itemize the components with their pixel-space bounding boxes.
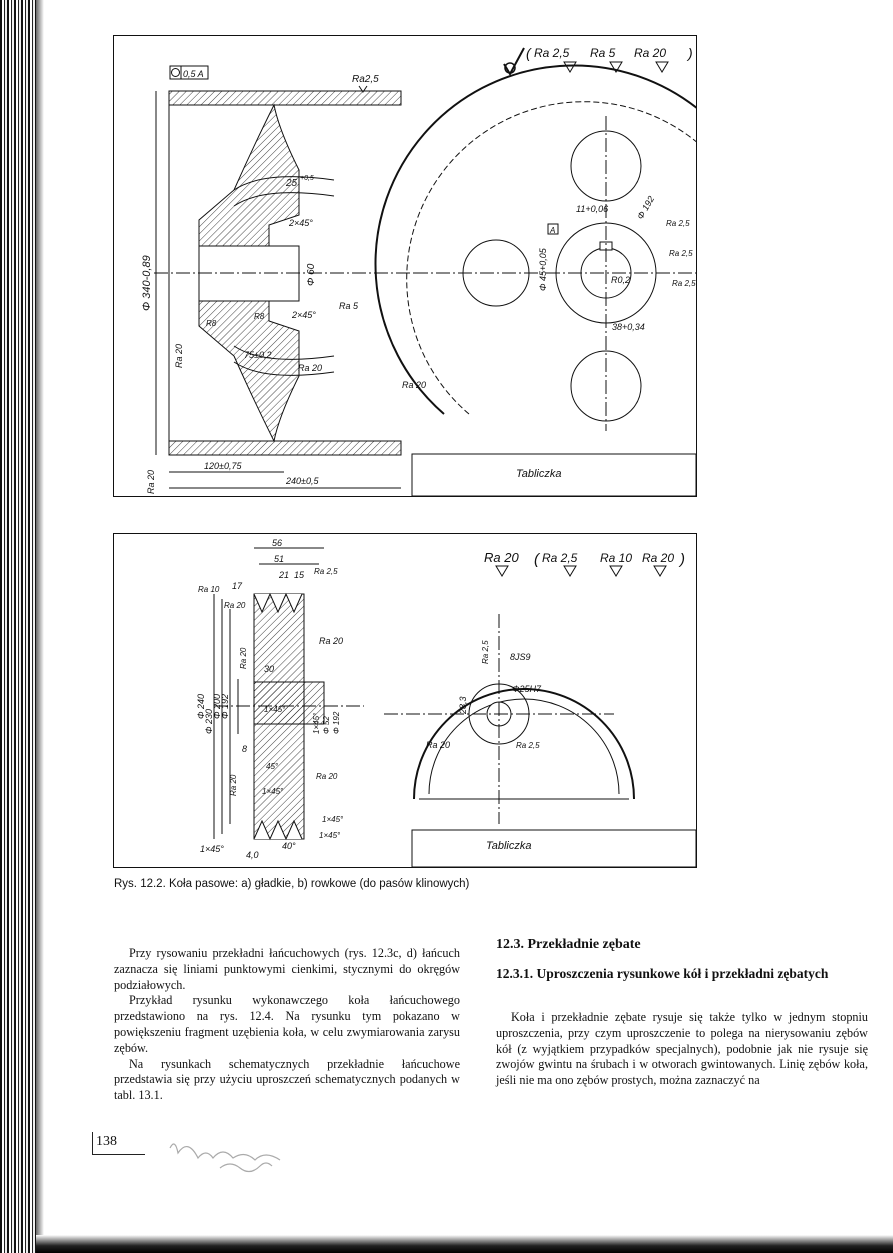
roughness-header-left: Ra 20 — [484, 550, 519, 565]
r8-a: R8 — [206, 319, 217, 328]
ra20-a: Ra 20 — [224, 601, 246, 610]
diam-192b: Φ 192 — [332, 711, 341, 734]
left-paragraph-3: Na rysunkach schematycznych przekładnie … — [114, 1056, 460, 1103]
page-number: 138 — [96, 1134, 117, 1149]
dim-40: 4,0 — [246, 850, 259, 860]
svg-text:(: ( — [534, 551, 541, 568]
diam-192a: Φ 192 — [220, 694, 230, 719]
roughness-header-2: Ra 5 — [590, 46, 616, 60]
diam-240: Φ 240 — [196, 694, 206, 719]
dim-15: 15 — [294, 570, 305, 580]
ra20-b: Ra 20 — [319, 636, 343, 646]
chamfer-e: 1×45° — [319, 831, 341, 840]
scan-bottom-edge — [36, 1235, 893, 1253]
figure-b-drawing: Ra 20 ( Ra 2,5 Ra 10 Ra 20 ) 56 51 15 21… — [196, 538, 696, 867]
diam-230: Φ 230 — [204, 709, 214, 734]
subsection-title: 12.3.1. Uproszczenia rysunkowe kół i prz… — [496, 966, 829, 981]
dim-51: 51 — [274, 554, 284, 564]
r02: R0,2 — [611, 275, 630, 285]
diam-60: Φ 60 — [306, 263, 317, 286]
r8-b: R8 — [254, 312, 265, 321]
dim-38: 38+0,34 — [612, 322, 645, 332]
ra25-key: Ra 2,5 — [516, 741, 540, 750]
ra20-d: Ra 20 — [229, 774, 238, 796]
figure-b-table-label: Tabliczka — [486, 840, 532, 852]
ra20-bottom: Ra 20 — [146, 470, 156, 494]
dim-25-tol: +0,5 — [300, 175, 314, 182]
ra25-top: Ra 2,5 — [314, 567, 338, 576]
angle-40: 40° — [282, 841, 296, 851]
section-title: 12.3. Przekładnie zębate — [496, 937, 641, 952]
bore: Φ25H7 — [512, 684, 542, 694]
diam-52: Φ 52 — [322, 716, 331, 734]
left-paragraph-2: Przykład rysunku wykonawczego koła łańcu… — [114, 993, 460, 1055]
diam-200: Φ 200 — [212, 694, 222, 719]
dim-11: 11+0,06 — [576, 204, 608, 214]
dim-56: 56 — [272, 538, 282, 548]
roughness-header-1: Ra 2,5 — [534, 46, 570, 60]
chamfer-b: 1×45° — [312, 712, 321, 734]
ra20-left: Ra 20 — [174, 344, 184, 368]
right-column: Koła i przekładnie zębate rysuje się tak… — [496, 1010, 868, 1089]
diam-192: Φ 192 — [635, 194, 656, 221]
dim-8: 8 — [242, 744, 247, 754]
roughness-check-symbol — [503, 47, 525, 77]
handwritten-scribble — [169, 1143, 281, 1173]
angle-45: 45° — [266, 762, 279, 771]
datum-a: A — [549, 226, 555, 235]
ra25-1: Ra 2,5 — [666, 219, 690, 228]
ra5-label: Ra 5 — [339, 301, 359, 311]
page-number-mark — [92, 1132, 145, 1155]
chamfer-2: 2×45° — [291, 310, 316, 320]
figure-caption: Rys. 12.2. Koła pasowe: a) gładkie, b) r… — [114, 878, 470, 890]
dim-25: 25 — [285, 178, 298, 189]
ra25-2: Ra 2,5 — [669, 249, 693, 258]
ra20-hub: Ra 20 — [426, 740, 450, 750]
left-paragraph-1: Przy rysowaniu przekładni łańcuchowych (… — [114, 946, 460, 992]
chamfer-d: 1×45° — [322, 815, 344, 824]
chamfer-1: 2×45° — [288, 218, 313, 228]
chamfer-a: 1×45° — [264, 705, 286, 714]
dim-240: 240±0,5 — [285, 476, 319, 486]
figure-a-frame: ( Ra 2,5 Ra 5 Ra 20 ) 0,5 A Ra2,5 25 +0,… — [113, 35, 697, 497]
chamfer-c: 1×45° — [262, 787, 284, 796]
ra20-c: Ra 20 — [239, 647, 248, 669]
gutter-shade — [36, 0, 44, 1253]
figure-b-frame: Ra 20 ( Ra 2,5 Ra 10 Ra 20 ) 56 51 15 21… — [113, 533, 697, 868]
ra25-3: Ra 2,5 — [672, 279, 696, 288]
roughness-b-1: Ra 2,5 — [542, 551, 578, 565]
dim-120: 120±0,75 — [204, 461, 242, 471]
dim-21: 21 — [278, 570, 289, 580]
dim-17: 17 — [232, 581, 243, 591]
dim-283: 28,3 — [458, 696, 468, 715]
svg-text:): ) — [686, 45, 693, 61]
ra20-low: Ra 20 — [402, 380, 426, 390]
ra20-e: Ra 20 — [316, 772, 338, 781]
svg-text:): ) — [678, 551, 685, 568]
chamfer-f: 1×45° — [200, 844, 224, 854]
roughness-b-2: Ra 10 — [600, 551, 632, 565]
book-spine-shadow — [0, 0, 36, 1253]
ra10-label: Ra 10 — [198, 585, 220, 594]
roughness-b-3: Ra 20 — [642, 551, 674, 565]
right-paragraph-1: Koła i przekładnie zębate rysuje się tak… — [496, 1010, 868, 1088]
top-ra-label: Ra2,5 — [352, 74, 379, 85]
left-column: Przy rysowaniu przekładni łańcuchowych (… — [114, 946, 460, 1104]
figure-a-drawing: ( Ra 2,5 Ra 5 Ra 20 ) 0,5 A Ra2,5 25 +0,… — [141, 45, 696, 496]
ra20-mid: Ra 20 — [298, 363, 322, 373]
dim-30: 30 — [264, 664, 274, 674]
dim-75: 75±0,2 — [244, 350, 271, 360]
tolerance-frame-label: 0,5 A — [183, 69, 204, 79]
ra25-hub: Ra 2,5 — [481, 640, 490, 664]
svg-text:(: ( — [526, 45, 532, 61]
diam-45: Φ 45+0,05 — [538, 247, 548, 291]
figure-a-table-label: Tabliczka — [516, 468, 562, 480]
diam-340: Φ 340-0,89 — [141, 255, 153, 311]
roughness-header-3: Ra 20 — [634, 46, 666, 60]
fit-8js9: 8JS9 — [510, 652, 531, 662]
